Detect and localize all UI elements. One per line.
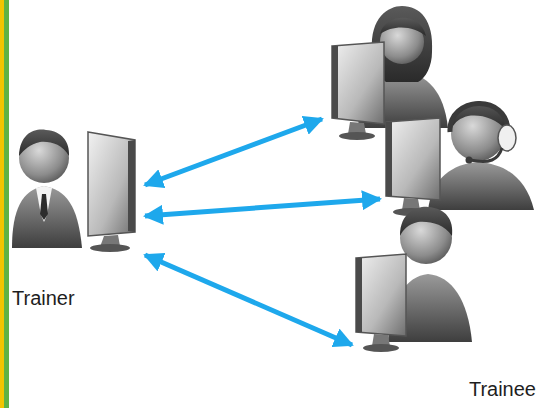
trainee-node: Trainee [318, 5, 540, 403]
border-stripe [4, 0, 9, 408]
trainer-figure [12, 130, 135, 252]
connector-arrow [145, 119, 322, 185]
border-stripe [0, 0, 4, 408]
node-label: Trainee [469, 377, 536, 401]
connector-arrow [145, 199, 380, 216]
trainee-figure [386, 102, 534, 216]
trainer-node: Trainer [10, 100, 145, 312]
node-label: Trainer [12, 286, 75, 310]
connector-arrow [145, 255, 352, 345]
trainee-figure [356, 207, 472, 352]
